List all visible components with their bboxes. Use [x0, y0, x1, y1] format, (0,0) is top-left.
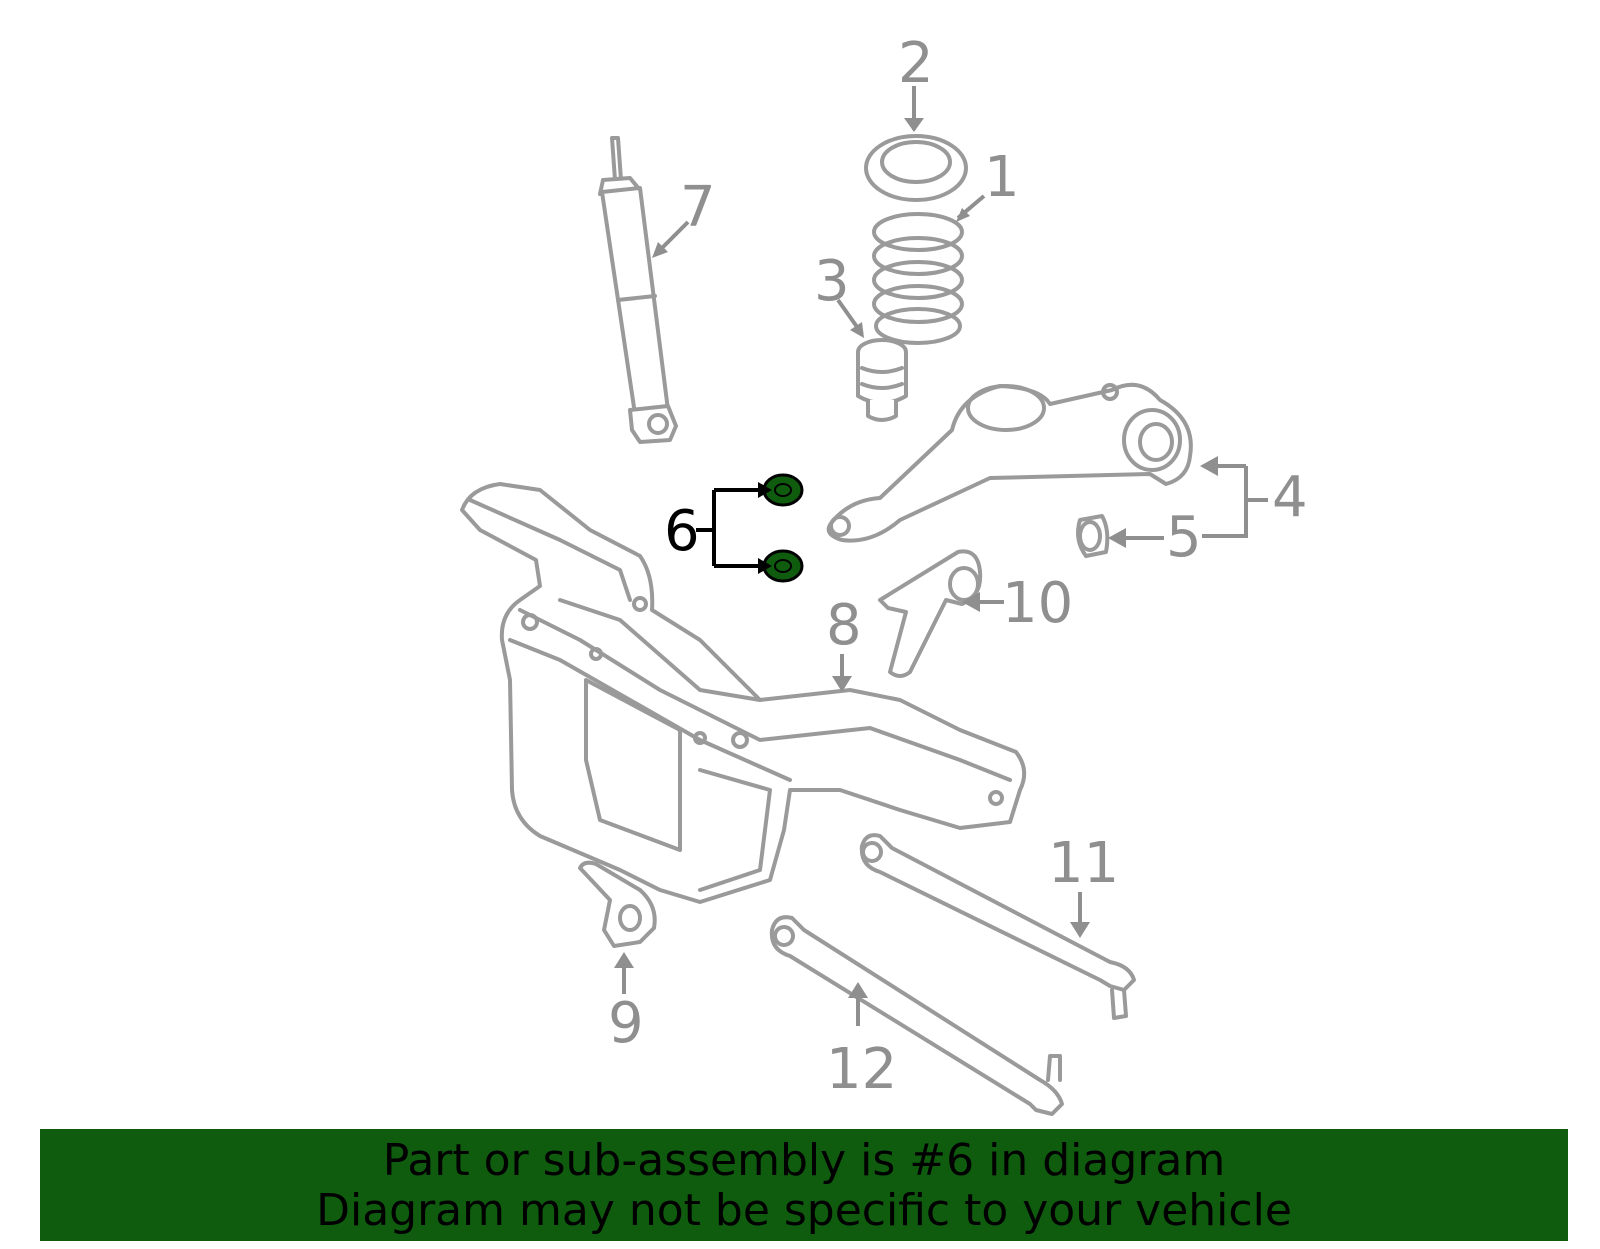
callout-1: 1 — [984, 145, 1020, 210]
callout-7: 7 — [680, 175, 716, 240]
callout-12: 12 — [826, 1037, 897, 1102]
callout-6: 6 — [664, 499, 700, 564]
highlighted-bushings-part — [762, 473, 804, 583]
shock-absorber-part — [598, 136, 678, 444]
info-banner: Part or sub-assembly is #6 in diagram Di… — [40, 1129, 1568, 1241]
link-arm-12-part — [769, 915, 1064, 1116]
callout-8: 8 — [826, 593, 862, 658]
bracket-10-part — [878, 549, 983, 678]
leader-line-6 — [696, 482, 772, 574]
banner-line-2: Diagram may not be specific to your vehi… — [316, 1185, 1292, 1236]
callout-11: 11 — [1048, 831, 1119, 896]
callout-2: 2 — [898, 31, 934, 96]
callout-5: 5 — [1166, 505, 1202, 570]
leader-lines — [614, 86, 1268, 1026]
callout-10: 10 — [1002, 571, 1073, 636]
coil-spring-part — [872, 212, 964, 345]
callout-4: 4 — [1272, 465, 1308, 530]
link-arm-11-part — [859, 833, 1136, 1020]
spring-seat-part — [864, 134, 968, 202]
knuckle-arm-part — [826, 382, 1193, 543]
bracket-9-part — [578, 860, 657, 948]
callout-3: 3 — [814, 249, 850, 314]
bushing-part — [1076, 514, 1110, 558]
callout-9: 9 — [608, 991, 644, 1056]
subframe-part — [460, 482, 1027, 904]
bump-stop-part — [856, 338, 908, 422]
banner-line-1: Part or sub-assembly is #6 in diagram — [382, 1135, 1226, 1186]
